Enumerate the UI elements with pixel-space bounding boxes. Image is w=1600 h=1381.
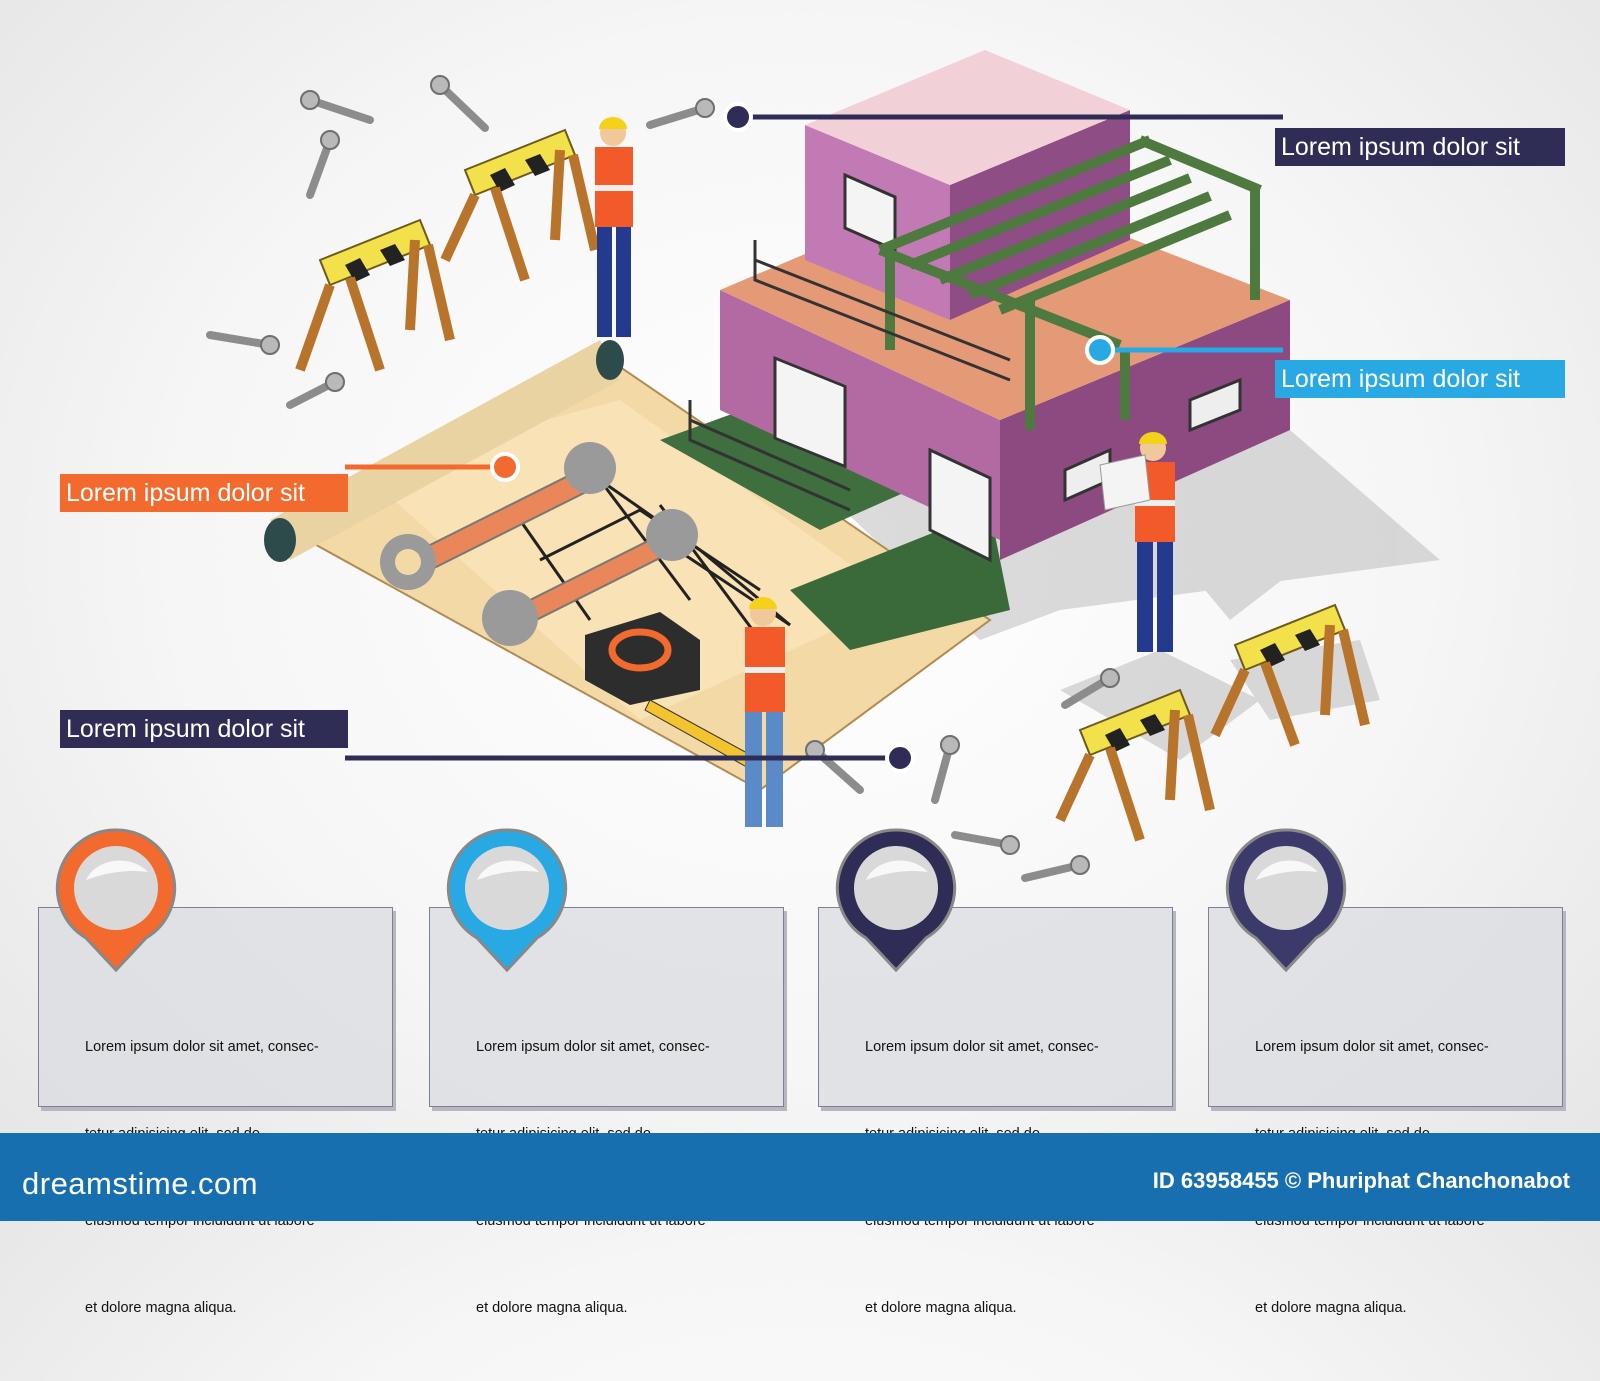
card-line: Lorem ipsum dolor sit amet, consec- (865, 1039, 1099, 1055)
tape-measure (585, 612, 761, 771)
infographic: Lorem ipsum dolor sit Lorem ipsum dolor … (0, 50, 1600, 1316)
construction-illustration (206, 50, 1440, 882)
callout-bottom-left: Lorem ipsum dolor sit (60, 710, 348, 748)
map-pin-icon (55, 828, 177, 973)
map-pin-icon (1225, 828, 1347, 973)
card-line: Lorem ipsum dolor sit amet, consec- (85, 1039, 319, 1055)
worker-top (595, 117, 633, 337)
card-line: et dolore magna aliqua. (85, 1300, 237, 1316)
watermark-bar (0, 1133, 1600, 1221)
card-line: Lorem ipsum dolor sit amet, consec- (1255, 1039, 1489, 1055)
worker-bottom (745, 597, 785, 827)
workers (595, 117, 1175, 827)
card-line: Lorem ipsum dolor sit amet, consec- (476, 1039, 710, 1055)
wrenches (380, 442, 698, 646)
leader-lines (345, 114, 1283, 761)
barricades (295, 128, 1370, 842)
card-line: et dolore magna aliqua. (1255, 1300, 1407, 1316)
card-line: et dolore magna aliqua. (476, 1300, 628, 1316)
watermark-brand: dreamstime.com (22, 1166, 259, 1201)
map-pin-icon (446, 828, 568, 973)
house (660, 50, 1290, 650)
callout-top-right: Lorem ipsum dolor sit (1275, 128, 1565, 166)
card-line: et dolore magna aliqua. (865, 1300, 1017, 1316)
map-pin-icon (835, 828, 957, 973)
worker-right (1099, 432, 1175, 652)
callout-left: Lorem ipsum dolor sit (60, 474, 348, 512)
leader-dots (490, 102, 1115, 773)
bolt-heads (260, 75, 1120, 875)
callout-middle-right: Lorem ipsum dolor sit (1275, 360, 1565, 398)
image-credit: ID 63958455 © Phuriphat Chanchonabot (1152, 1168, 1570, 1193)
